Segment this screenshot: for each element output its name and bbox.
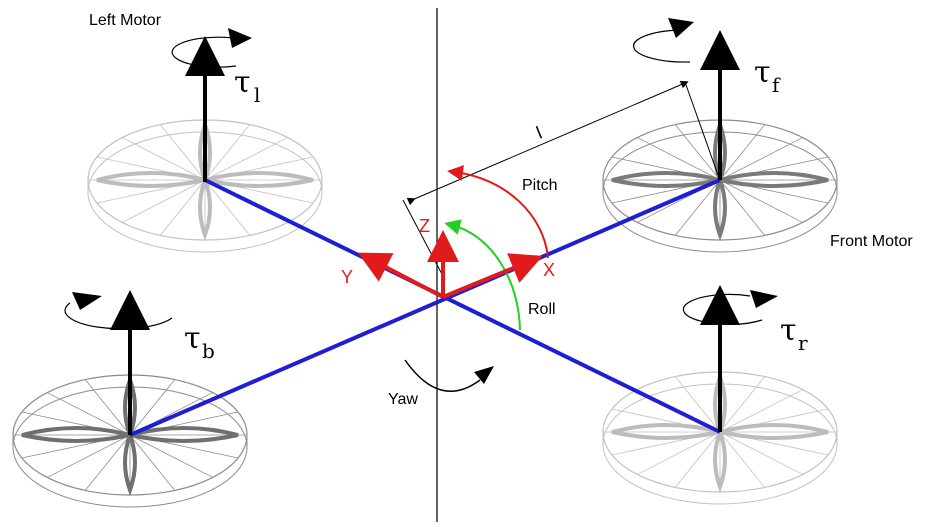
labels: Left Motor Front Motor Pitch Roll Yaw X … — [89, 12, 913, 408]
rotor-back-spoke — [84, 379, 131, 436]
yaw-arc — [404, 359, 481, 392]
rotor-back-blade-west — [21, 426, 131, 443]
rotor-back-blade-south — [123, 429, 137, 496]
y-axis-label: Y — [341, 267, 353, 287]
arm-back-front — [129, 178, 721, 437]
torque-shafts — [110, 30, 740, 435]
rotor-left-spoke — [204, 137, 288, 181]
right-rotation-arrowhead — [750, 290, 778, 308]
frame-arms — [129, 178, 721, 437]
rotor-right-spoke — [719, 431, 803, 475]
back-rotation-arc — [64, 302, 173, 330]
rotor-front-spoke — [674, 179, 721, 236]
front-rotation-arc — [632, 29, 691, 63]
yaw-indicator — [404, 359, 494, 392]
roll-indicator — [444, 219, 521, 331]
torque-back-symbol: τ — [184, 321, 201, 356]
z-axis-label: Z — [419, 216, 430, 236]
right-rotation-arc — [682, 293, 763, 325]
rotor-front-spoke — [719, 179, 766, 236]
x-axis-label: X — [543, 260, 555, 280]
rotor-left-blade-west — [96, 171, 206, 188]
roll-arc — [444, 219, 521, 331]
rotor-back-spoke — [84, 434, 131, 491]
yaw-arrowhead — [474, 366, 494, 384]
rotor-right-spoke — [674, 376, 721, 433]
rotor-left-spoke — [122, 137, 206, 181]
torque-front-symbol: τ — [754, 55, 771, 90]
rotor-front-spoke — [719, 137, 803, 181]
pitch-label: Pitch — [522, 177, 558, 194]
rotor-right-blade-west — [611, 423, 721, 440]
rotor-left-spoke — [122, 179, 206, 223]
roll-label: Roll — [528, 301, 556, 318]
rotor-front-spoke — [719, 179, 803, 223]
body-axes — [357, 230, 543, 299]
rotor-left-spoke — [204, 179, 251, 236]
pitch-arc — [447, 165, 549, 259]
rotor-back-spoke — [129, 434, 213, 478]
front-rotation-arrowhead — [668, 18, 694, 38]
torque-left-subscript: l — [254, 83, 260, 107]
dimension-extension-left — [402, 199, 446, 281]
rotor-right-spoke — [719, 431, 766, 488]
left-motor-label: Left Motor — [89, 12, 162, 29]
rotor-right-spoke — [719, 389, 803, 433]
rotor-right-blade-south — [713, 426, 727, 493]
torque-front-subscript: f — [772, 73, 781, 97]
torque-right-symbol: τ — [780, 313, 797, 348]
left-rotation-arc — [171, 36, 246, 68]
rotor-back-blade-east — [129, 426, 239, 443]
rotation-arrows — [64, 18, 778, 330]
arm-left-right — [204, 178, 721, 434]
rotor-right-spoke — [637, 431, 721, 475]
torque-back-subscript: b — [202, 339, 215, 363]
arm-length-label: l — [534, 123, 545, 143]
rotor-right-blade-east — [719, 423, 829, 440]
rotor-left-blade-east — [204, 171, 314, 188]
rotor-back-spoke — [129, 434, 176, 491]
torque-right-subscript: r — [798, 331, 808, 355]
x-axis-arrow — [442, 253, 543, 299]
rotor-back-spoke — [47, 434, 131, 478]
pitch-indicator — [447, 165, 549, 259]
rotor-left — [87, 119, 323, 253]
rotor-left-spoke — [204, 124, 251, 181]
rotor-right-spoke — [719, 376, 766, 433]
rotor-left-blade-south — [198, 174, 212, 241]
rotor-front-blade-east — [719, 171, 829, 188]
rotor-front-blade-south — [713, 174, 727, 241]
dimension-extension-right — [684, 81, 719, 176]
rotor-left-spoke — [159, 124, 206, 181]
left-rotation-arrowhead — [228, 28, 252, 48]
rotor-back-spoke — [47, 392, 131, 436]
rotor-right-spoke — [674, 431, 721, 488]
yaw-label: Yaw — [388, 391, 418, 408]
rotor-back-spoke — [129, 379, 176, 436]
front-motor-label: Front Motor — [830, 233, 913, 250]
y-axis-arrow — [357, 252, 444, 299]
rotor-back — [12, 374, 248, 508]
rotor-front-spoke — [719, 124, 766, 181]
back-rotation-arrowhead — [72, 292, 102, 310]
rotor-left-spoke — [159, 179, 206, 236]
rotor-front-blade-west — [611, 171, 721, 188]
rotors-layer — [12, 119, 838, 508]
torque-left-symbol: τ — [234, 65, 251, 100]
